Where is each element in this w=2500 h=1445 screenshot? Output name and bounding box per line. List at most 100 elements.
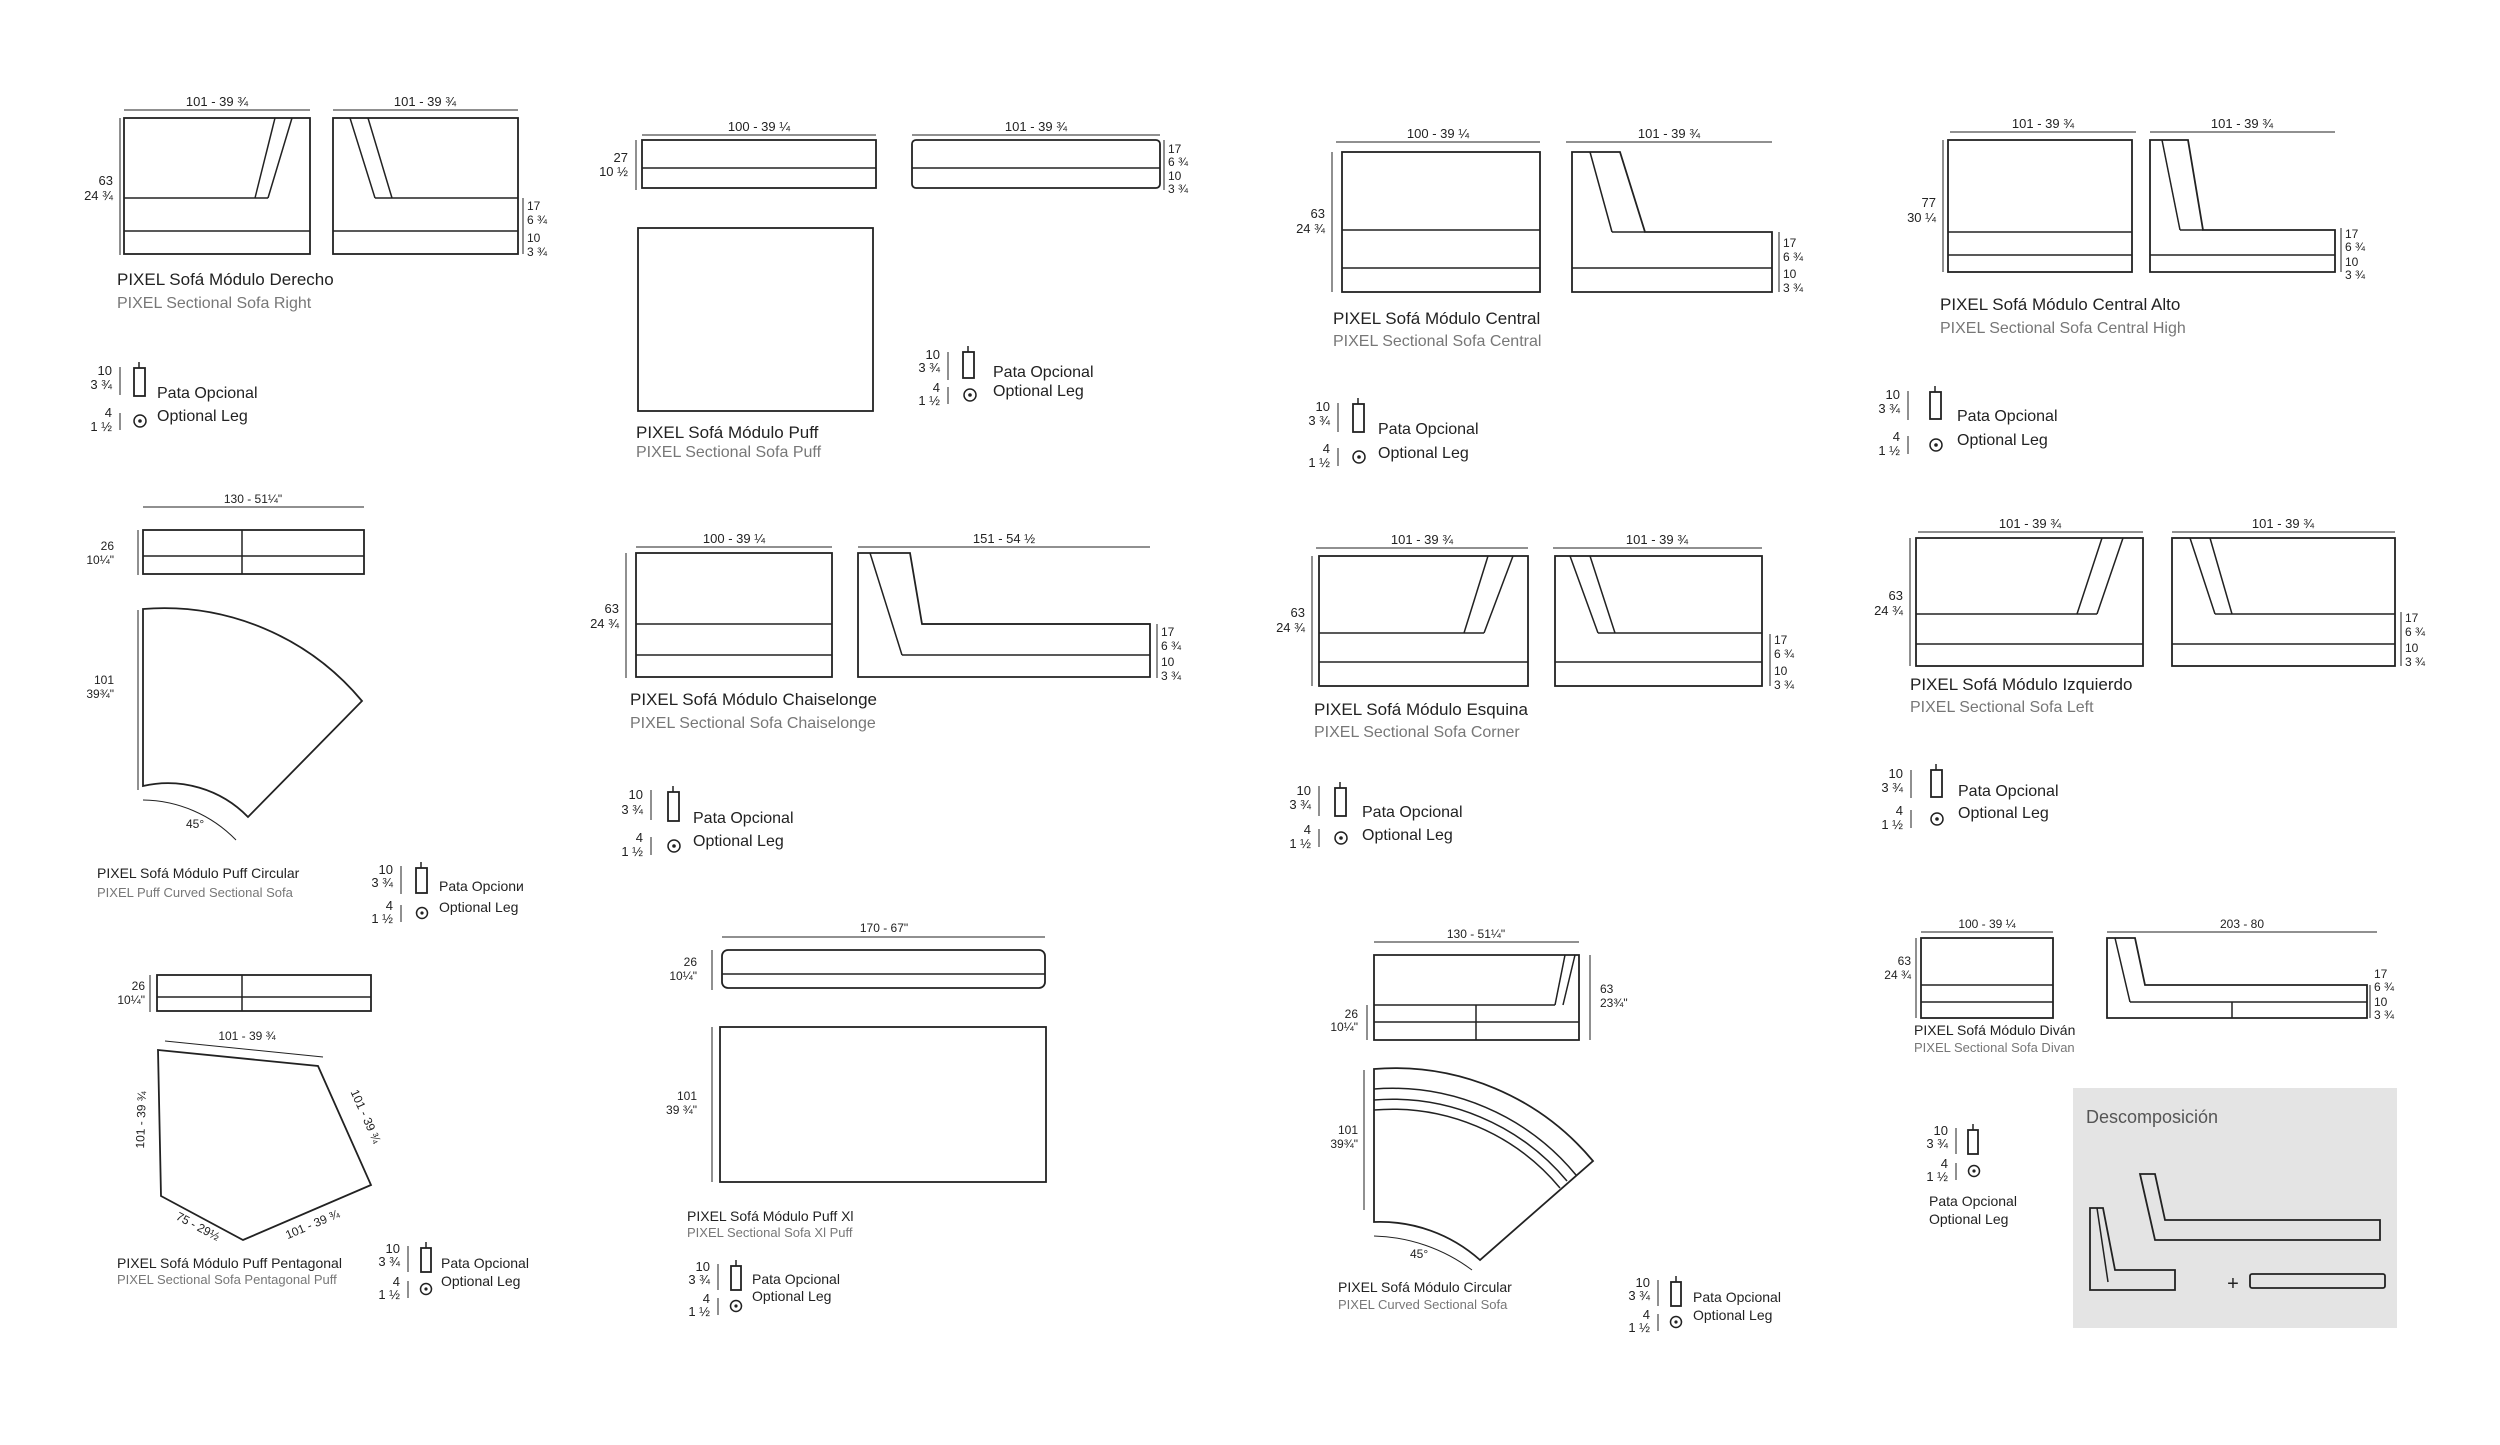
svg-text:PIXEL Sofá Módulo Puff Xl: PIXEL Sofá Módulo Puff Xl xyxy=(687,1208,854,1224)
svg-text:24 ¾: 24 ¾ xyxy=(1884,968,1912,982)
svg-text:10: 10 xyxy=(98,363,112,378)
svg-text:3 ¾: 3 ¾ xyxy=(1628,1288,1650,1303)
puff-top-view xyxy=(157,1049,373,1241)
svg-text:4: 4 xyxy=(105,405,112,420)
svg-text:4: 4 xyxy=(636,830,643,845)
svg-text:1 ½: 1 ½ xyxy=(1926,1169,1948,1184)
svg-text:3 ¾: 3 ¾ xyxy=(2405,655,2426,669)
svg-text:Pata Opcional: Pata Opcional xyxy=(993,364,1094,381)
module-puff-xl: 170 - 67" 26 10¼" 101 39 ¾" PIXEL Sofá M… xyxy=(666,921,1047,1240)
svg-text:101 - 39 ¾: 101 - 39 ¾ xyxy=(133,1090,149,1149)
svg-text:26: 26 xyxy=(101,539,115,553)
svg-text:10: 10 xyxy=(2405,641,2419,655)
svg-text:1 ½: 1 ½ xyxy=(1628,1320,1650,1335)
width-label: 101 - 39 ¾ xyxy=(186,94,248,109)
puff-top-view xyxy=(637,227,874,412)
svg-text:PIXEL Sectional Sofa Corner: PIXEL Sectional Sofa Corner xyxy=(1314,724,1520,741)
svg-text:17: 17 xyxy=(1161,625,1175,639)
svg-text:Pata Opcional: Pata Opcional xyxy=(752,1271,840,1287)
svg-text:10: 10 xyxy=(1316,399,1330,414)
svg-text:26: 26 xyxy=(1345,1007,1359,1021)
svg-text:PIXEL Sectional Sofa Divan: PIXEL Sectional Sofa Divan xyxy=(1914,1040,2075,1055)
svg-text:1 ½: 1 ½ xyxy=(1878,443,1900,458)
svg-text:Pata Opcional: Pata Opcional xyxy=(157,385,258,402)
svg-text:63: 63 xyxy=(1600,982,1614,996)
svg-text:Optional Leg: Optional Leg xyxy=(993,383,1084,400)
svg-text:PIXEL Sofá Módulo Diván: PIXEL Sofá Módulo Diván xyxy=(1914,1022,2075,1038)
svg-text:PIXEL Sofá Módulo Esquina: PIXEL Sofá Módulo Esquina xyxy=(1314,700,1528,719)
svg-text:3 ¾: 3 ¾ xyxy=(688,1272,710,1287)
svg-text:PIXEL Sectional Sofa Left: PIXEL Sectional Sofa Left xyxy=(1910,699,2094,716)
svg-text:1 ½: 1 ½ xyxy=(918,393,940,408)
svg-text:Pata Opcional: Pata Opcional xyxy=(693,810,794,827)
divan-back-piece xyxy=(2138,1173,2381,1241)
leg-icon xyxy=(133,367,146,397)
svg-text:1 ½: 1 ½ xyxy=(378,1287,400,1302)
svg-text:39 ¾": 39 ¾" xyxy=(666,1103,697,1117)
svg-text:PIXEL Sofá Módulo Chaiselonge: PIXEL Sofá Módulo Chaiselonge xyxy=(630,690,877,709)
svg-text:1 ½: 1 ½ xyxy=(1881,817,1903,832)
svg-text:3 ¾: 3 ¾ xyxy=(1878,401,1900,416)
leg-base-icon xyxy=(963,388,977,402)
svg-text:6 ¾: 6 ¾ xyxy=(1774,647,1795,661)
sofa-side-view xyxy=(2171,537,2396,667)
svg-text:6 ¾: 6 ¾ xyxy=(1168,155,1189,169)
svg-text:10: 10 xyxy=(1934,1123,1948,1138)
svg-text:10: 10 xyxy=(386,1241,400,1256)
svg-text:PIXEL Sectional Sofa Chaiselon: PIXEL Sectional Sofa Chaiselonge xyxy=(630,715,876,732)
leg-base-icon xyxy=(1334,831,1348,845)
svg-text:Optional Leg: Optional Leg xyxy=(441,1273,520,1289)
svg-text:PIXEL Sofá Módulo Central: PIXEL Sofá Módulo Central xyxy=(1333,309,1540,328)
leg-icon xyxy=(415,867,428,894)
svg-text:3 ¾: 3 ¾ xyxy=(1161,669,1182,683)
seat-height-label: 3 ¾ xyxy=(527,245,548,259)
svg-text:10: 10 xyxy=(2374,995,2388,1009)
sofa-top-view xyxy=(1373,1067,1595,1262)
svg-text:17: 17 xyxy=(2405,611,2419,625)
puff-side-view xyxy=(911,139,1161,189)
svg-text:101 - 39 ¾: 101 - 39 ¾ xyxy=(348,1087,385,1146)
svg-text:6 ¾: 6 ¾ xyxy=(2405,625,2426,639)
svg-text:39¾": 39¾" xyxy=(86,687,114,701)
svg-text:3 ¾: 3 ¾ xyxy=(1881,780,1903,795)
svg-text:10¼": 10¼" xyxy=(117,993,145,1007)
svg-text:77: 77 xyxy=(1922,195,1936,210)
svg-text:101 - 39 ¾: 101 - 39 ¾ xyxy=(2252,516,2314,531)
svg-text:101 - 39 ¾: 101 - 39 ¾ xyxy=(2012,116,2074,131)
optional-leg-7: 10 3 ¾ 4 1 ½ Pata Opcional Optional Leg xyxy=(1289,782,1463,851)
svg-text:6 ¾: 6 ¾ xyxy=(1161,639,1182,653)
leg-base-icon xyxy=(1929,438,1943,452)
svg-text:4: 4 xyxy=(1893,429,1900,444)
puff-side-view xyxy=(721,949,1046,989)
svg-text:17: 17 xyxy=(1774,633,1788,647)
leg-base-icon xyxy=(667,839,681,853)
sofa-side-view xyxy=(2149,139,2336,273)
leg-base-icon xyxy=(1352,450,1366,464)
svg-text:4: 4 xyxy=(386,898,393,913)
svg-text:24 ¾: 24 ¾ xyxy=(1296,221,1325,236)
leg-base-icon xyxy=(419,1282,433,1296)
svg-text:Optional Leg: Optional Leg xyxy=(1378,445,1469,462)
svg-text:4: 4 xyxy=(1941,1156,1948,1171)
svg-text:3 ¾: 3 ¾ xyxy=(1926,1136,1948,1151)
svg-text:63: 63 xyxy=(1291,605,1305,620)
svg-text:17: 17 xyxy=(2374,967,2388,981)
svg-text:3 ¾: 3 ¾ xyxy=(2374,1008,2395,1022)
sofa-front-view xyxy=(1920,937,2054,1019)
svg-text:101: 101 xyxy=(94,673,114,687)
svg-text:17: 17 xyxy=(2345,227,2359,241)
module-circular: 130 - 51¼" 26 10¼" 63 23¾" 101 39¾" 45° … xyxy=(1330,927,1627,1312)
svg-text:1 ½: 1 ½ xyxy=(688,1304,710,1319)
svg-text:23¾": 23¾" xyxy=(1600,996,1628,1010)
module-derecho: 101 - 39 ¾ 101 - 39 ¾ 63 24 ¾ 17 6 ¾ 10 … xyxy=(84,94,548,312)
decomposition-title: Descomposición xyxy=(2086,1107,2218,1127)
optional-leg-5: 10 3 ¾ 4 1 ½ Pata Opcionи Optional Leg xyxy=(371,862,524,926)
leg-base-icon xyxy=(1669,1315,1683,1329)
svg-text:Optional Leg: Optional Leg xyxy=(1957,432,2048,449)
svg-text:PIXEL Sectional Sofa Central: PIXEL Sectional Sofa Central xyxy=(1333,333,1541,350)
svg-text:3 ¾: 3 ¾ xyxy=(90,377,112,392)
svg-text:3 ¾: 3 ¾ xyxy=(1783,281,1804,295)
optional-leg-1: 10 3 ¾ 4 1 ½ Pata Opcional Optional Leg xyxy=(90,362,258,434)
svg-text:1 ½: 1 ½ xyxy=(1308,455,1330,470)
